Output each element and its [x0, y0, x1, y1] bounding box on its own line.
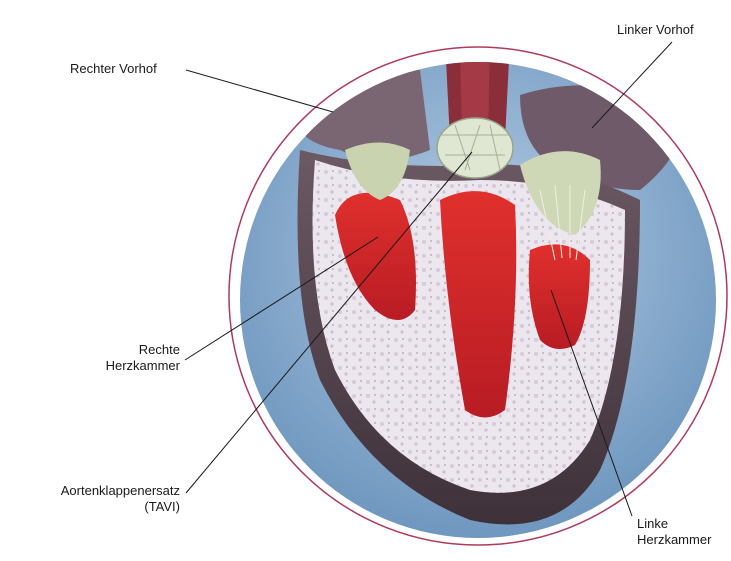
leader-right-atrium	[186, 70, 333, 112]
leader-left-atrium	[592, 42, 672, 128]
label-left-ventricle: Linke Herzkammer	[637, 516, 711, 548]
label-left-ventricle-line2: Herzkammer	[637, 532, 711, 548]
tavi-valve	[437, 118, 513, 178]
label-left-atrium: Linker Vorhof	[617, 22, 694, 38]
label-left-ventricle-line1: Linke	[637, 516, 711, 532]
label-right-ventricle-line2: Herzkammer	[80, 358, 180, 374]
label-tavi: Aortenklappenersatz (TAVI)	[20, 483, 180, 515]
label-right-atrium: Rechter Vorhof	[70, 61, 157, 77]
label-right-ventricle: Rechte Herzkammer	[80, 342, 180, 374]
label-tavi-line1: Aortenklappenersatz	[20, 483, 180, 499]
label-right-ventricle-line1: Rechte	[80, 342, 180, 358]
label-tavi-line2: (TAVI)	[20, 499, 180, 515]
